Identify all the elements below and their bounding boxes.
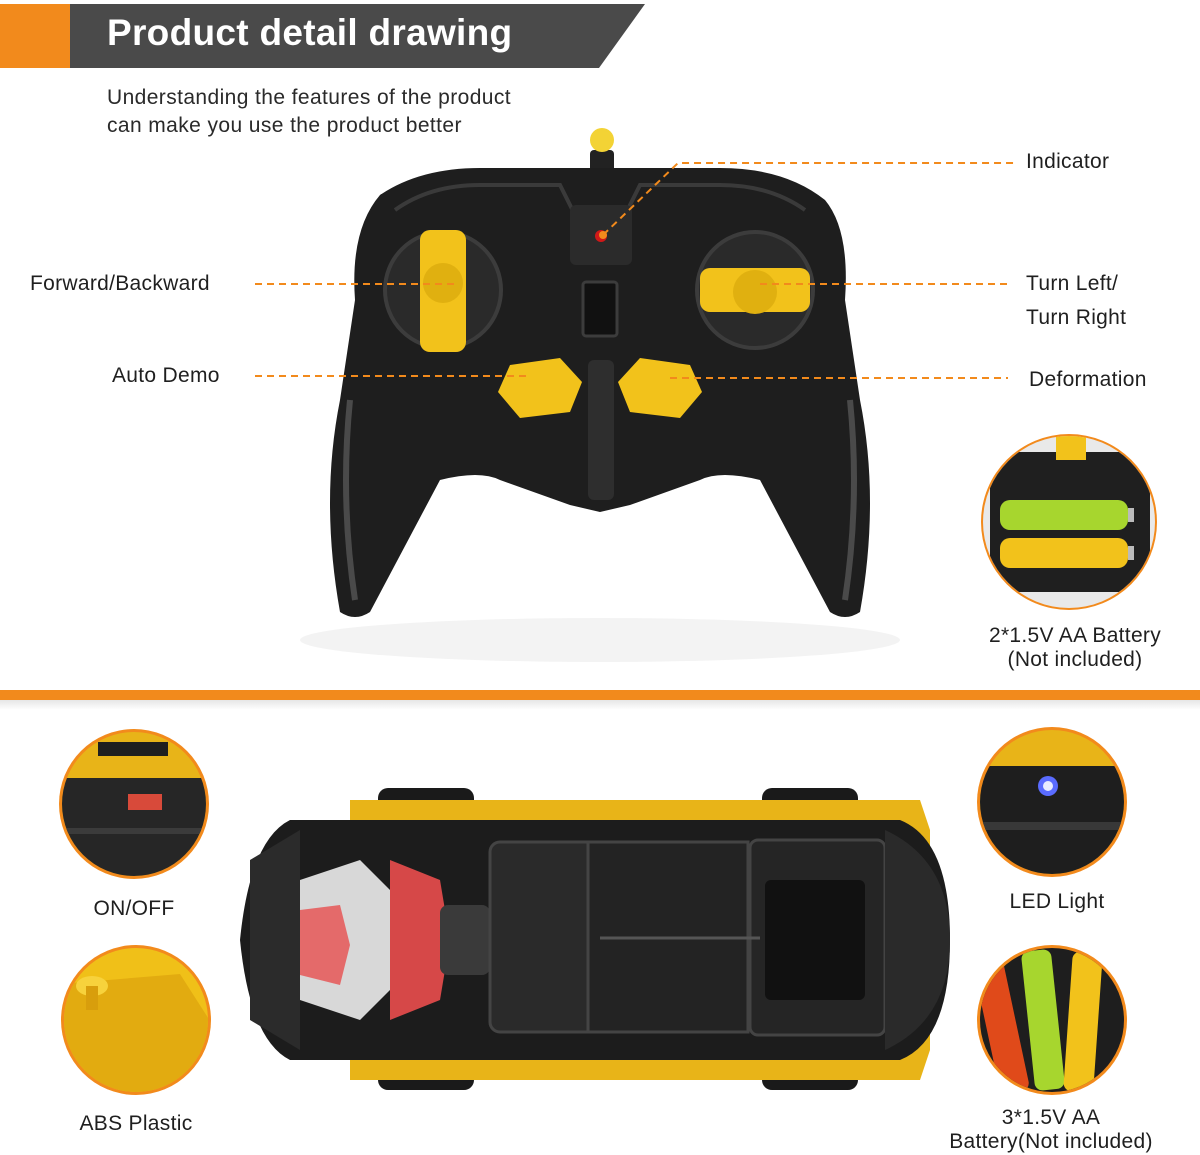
label-turn-right: Turn Right (1026, 306, 1127, 329)
label-auto-demo: Auto Demo (112, 364, 220, 387)
header-banner (70, 4, 645, 68)
page-subtitle: Understanding the features of the produc… (107, 84, 511, 140)
controller-battery-inset (981, 434, 1157, 610)
label-turn-left: Turn Left/ (1026, 272, 1119, 295)
subtitle-line-1: Understanding the features of the produc… (107, 86, 511, 109)
abs-plastic-inset (61, 945, 211, 1095)
remote-controller-image (255, 128, 1018, 662)
section-divider (0, 690, 1200, 700)
label-abs-plastic: ABS Plastic (79, 1112, 193, 1135)
page-title: Product detail drawing (107, 12, 513, 53)
label-forward-backward: Forward/Backward (30, 272, 210, 295)
car-battery-inset (977, 945, 1127, 1095)
label-led-light: LED Light (1009, 890, 1105, 913)
on-off-switch-inset (59, 729, 209, 879)
car-battery-line-1: 3*1.5V AA (1001, 1106, 1101, 1129)
label-deformation: Deformation (1029, 368, 1147, 391)
led-light-inset (977, 727, 1127, 877)
label-on-off: ON/OFF (93, 897, 175, 920)
section-divider-shadow (0, 700, 1200, 710)
controller-battery-line-2: (Not included) (1007, 648, 1143, 671)
subtitle-line-2: can make you use the product better (107, 114, 462, 137)
car-battery-line-2: Battery(Not included) (949, 1130, 1153, 1153)
header-accent-bar (0, 4, 70, 68)
label-controller-battery: 2*1.5V AA Battery (Not included) (970, 624, 1180, 672)
label-indicator: Indicator (1026, 150, 1110, 173)
label-car-battery: 3*1.5V AA Battery(Not included) (940, 1106, 1162, 1154)
controller-battery-line-1: 2*1.5V AA Battery (988, 624, 1162, 647)
